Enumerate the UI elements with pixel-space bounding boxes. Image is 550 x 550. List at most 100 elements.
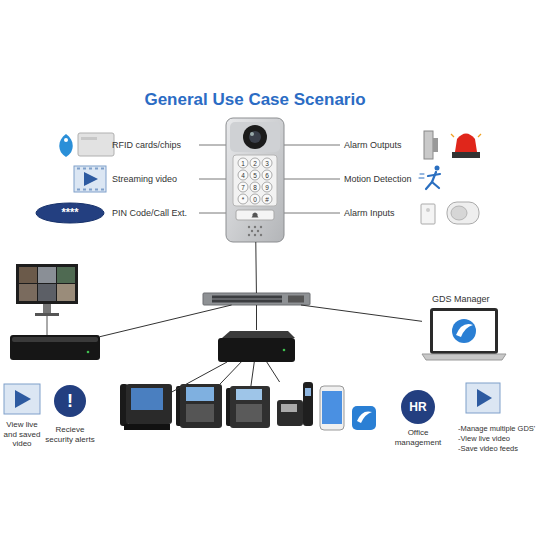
- ip-phone-shape: [186, 404, 214, 422]
- dect-phone-shape: [277, 400, 303, 426]
- door-station: [230, 122, 280, 152]
- video-monitor: [35, 313, 59, 316]
- network-switch-shape: [203, 293, 310, 305]
- door-strike-icon: [424, 131, 433, 159]
- ip-phone-shape: [230, 386, 270, 428]
- motion-icon: [432, 182, 439, 188]
- pbx-shape: [218, 331, 295, 362]
- door-sensor-icon: [421, 204, 435, 224]
- leader-line: [284, 213, 340, 214]
- door-station: [248, 226, 250, 228]
- alarm-beacon-icon: [451, 134, 454, 137]
- door-station: [238, 158, 248, 168]
- smartphone-shape: [322, 391, 342, 424]
- feature-list-item: -Save video feeds: [458, 444, 518, 453]
- video-monitor: [57, 284, 75, 301]
- door-station: [254, 234, 256, 236]
- laptop-shape: [430, 308, 498, 354]
- video-icon: [84, 172, 98, 186]
- door-station: [226, 118, 284, 242]
- smartphone-shape: [320, 386, 344, 430]
- door-station: [250, 158, 260, 168]
- door-station: [238, 170, 248, 180]
- ip-phone-shape: [124, 424, 170, 430]
- rfid-icon: [81, 137, 97, 140]
- motion-icon: [428, 174, 440, 176]
- ip-phone-shape: [236, 404, 262, 422]
- rfid-icon: [59, 133, 114, 157]
- door-station: [238, 182, 248, 192]
- door-station: [236, 210, 274, 220]
- video-icon: [77, 168, 80, 170]
- laptop-shape: [456, 324, 473, 337]
- dect-phone: [277, 382, 313, 430]
- ip-phone-shape: [236, 389, 262, 400]
- keypad-digit: 8: [250, 183, 260, 192]
- feature-label: PIN Code/Call Ext.: [112, 208, 187, 219]
- video-icon: [83, 168, 86, 170]
- play-icon: [4, 384, 40, 414]
- network-link: [251, 362, 254, 386]
- laptop-shape: [422, 354, 506, 360]
- door-station: [248, 234, 250, 236]
- nvr-shape: [10, 335, 100, 360]
- door-station: [250, 170, 260, 180]
- rfid-icon: [59, 134, 73, 157]
- alert-symbol: !: [44, 389, 96, 413]
- dect-phone-shape: [277, 382, 313, 426]
- app-icon: [357, 411, 372, 423]
- door-strike-icon: [433, 138, 438, 152]
- video-monitor: [19, 284, 37, 301]
- video-icon: [74, 166, 106, 192]
- ip-phone-shape: [180, 384, 222, 428]
- network-link: [301, 305, 422, 321]
- ip-pbx: [218, 330, 295, 362]
- keypad-digit: 6: [262, 171, 272, 180]
- ip-phone-shape: [176, 384, 222, 428]
- ip-phone-shape: [226, 386, 270, 428]
- play-icon: [466, 383, 500, 413]
- dect-phone-shape: [305, 388, 311, 396]
- door-station: [260, 234, 262, 236]
- video-monitor: [38, 267, 56, 283]
- node-caption: Office management: [393, 428, 443, 447]
- smartphone-shape: [320, 386, 344, 430]
- ip-phone-shape: [126, 384, 172, 424]
- video-icon: [74, 166, 106, 192]
- keypad-digit: 5: [250, 171, 260, 180]
- video-icon: [89, 168, 92, 170]
- video-icon: [83, 189, 86, 191]
- laptop-shape: [433, 311, 495, 351]
- keypad-digit: 9: [262, 183, 272, 192]
- play-icon: [4, 384, 40, 414]
- network-link: [256, 305, 257, 330]
- pir-sensor-icon: [447, 202, 479, 224]
- ip-phone: [120, 382, 172, 430]
- leader-line: [199, 145, 226, 146]
- network-link: [255, 242, 257, 293]
- pbx-shape: [218, 338, 295, 362]
- icon-caption: View live and saved video: [0, 420, 44, 449]
- laptop-shape: [452, 319, 476, 343]
- door-station: [262, 158, 272, 168]
- video-monitor: [43, 304, 51, 314]
- dect-phone-shape: [281, 404, 297, 412]
- door-station-node: 123456789*0#: [226, 118, 284, 242]
- network-switch-shape: [212, 296, 282, 299]
- rfid-icon: [64, 138, 68, 142]
- video-icon: [101, 189, 104, 191]
- network-link: [267, 362, 280, 382]
- hr-circle: HROffice management: [393, 390, 443, 452]
- alert-circle: !Recieve security alerts: [44, 385, 96, 460]
- nvr-shape: [12, 337, 98, 342]
- video-icon: [89, 189, 92, 191]
- pir-sensor-icon: [451, 206, 467, 220]
- keypad-digit: *: [238, 195, 248, 204]
- leader-line: [284, 179, 340, 180]
- nvr-recorder: [10, 335, 100, 360]
- keypad-digit: 4: [238, 171, 248, 180]
- feature-label: Streaming video: [112, 174, 177, 185]
- leader-line: [284, 145, 340, 146]
- alarm-beacon-icon: [478, 134, 481, 137]
- nvr-shape: [87, 351, 90, 354]
